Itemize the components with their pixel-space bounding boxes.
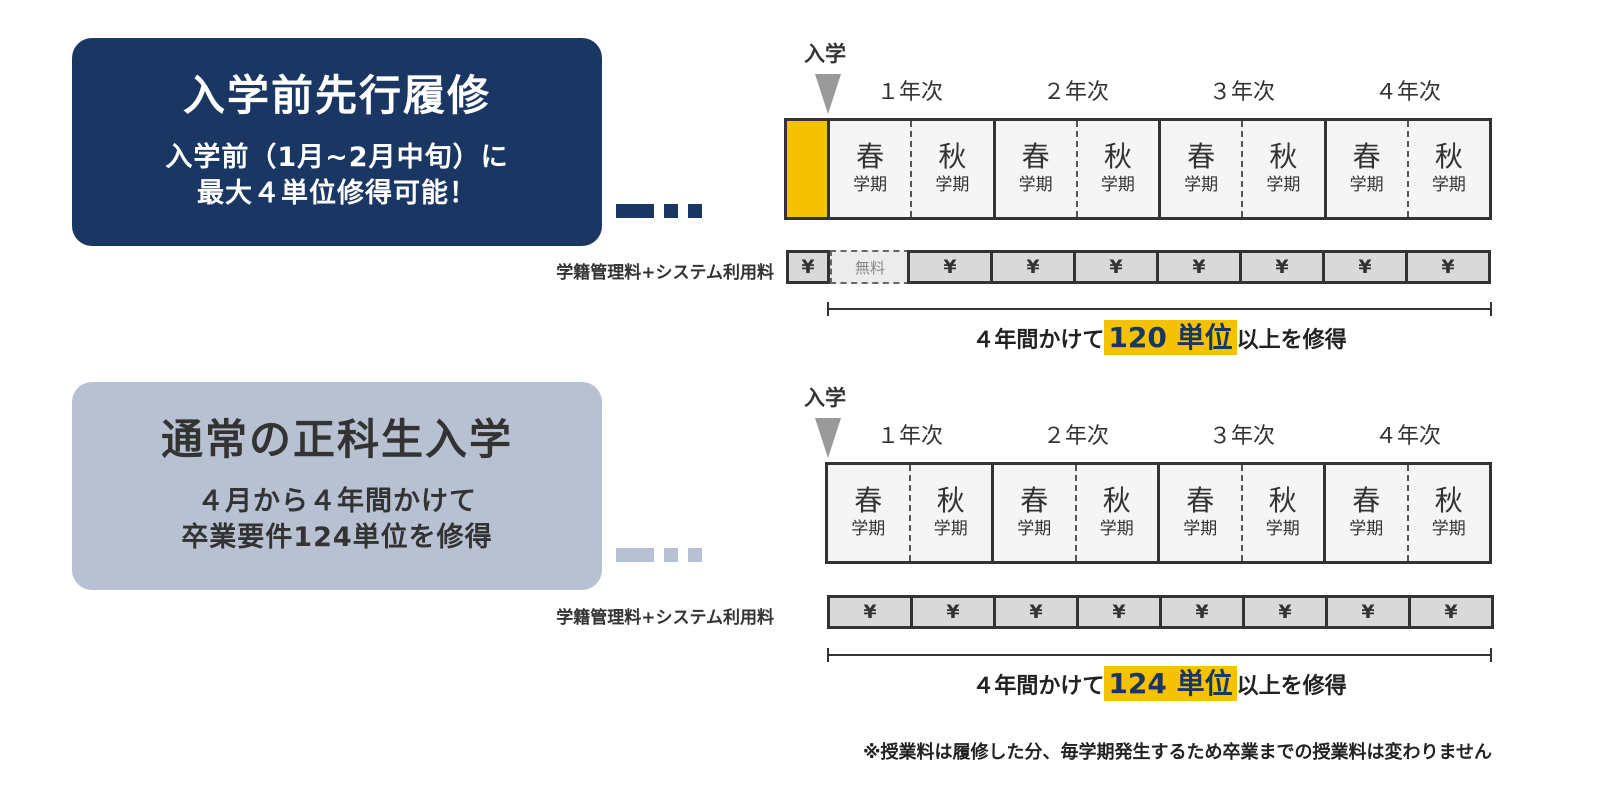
year-label: ２年次: [1042, 424, 1109, 449]
fee-row: ¥ 無料 ¥ ¥ ¥ ¥ ¥ ¥ ¥: [786, 250, 1491, 284]
fee-cell: ¥: [827, 595, 913, 629]
pre-enrollment-period: [787, 121, 830, 217]
regular-desc-line2: 卒業要件124単位を修得: [181, 522, 493, 554]
fee-cell: ¥: [1073, 250, 1159, 284]
fee-cell: ¥: [1408, 595, 1494, 629]
semester-cell: 春学期: [851, 484, 886, 540]
fee-row: ¥ ¥ ¥ ¥ ¥ ¥ ¥ ¥: [827, 595, 1494, 629]
regular-enrollment-title: 通常の正科生入学: [160, 415, 513, 465]
entry-arrow-icon: [815, 418, 841, 458]
semester-cell: 秋学期: [1406, 121, 1489, 217]
semester-cell: 秋学期: [908, 465, 992, 561]
credit-highlight: 120 単位: [1104, 320, 1237, 355]
regular-enrollment-card: 通常の正科生入学 ４月から４年間かけて 卒業要件124単位を修得: [72, 382, 602, 590]
fee-cell: ¥: [907, 250, 993, 284]
semester-cell: 春学期: [1323, 121, 1407, 217]
summary-prefix: ４年間かけて: [972, 674, 1105, 699]
year-label: ４年次: [1374, 80, 1441, 105]
fee-label: 学籍管理料+システム利用料: [556, 608, 774, 628]
duration-bracket: [827, 648, 1492, 662]
fee-cell: ¥: [990, 250, 1076, 284]
pre-enrollment-connector: [616, 204, 702, 218]
summary-suffix: 以上を修得: [1236, 674, 1347, 699]
duration-bracket: [827, 302, 1492, 316]
regular-connector: [616, 548, 702, 562]
fee-cell: ¥: [910, 595, 996, 629]
semester-cell: 春学期: [1157, 465, 1241, 561]
year-label: ３年次: [1208, 424, 1275, 449]
entry-arrow-icon: [815, 74, 841, 114]
regular-desc-line1: ４月から４年間かけて: [197, 485, 477, 517]
pre-enrollment-desc-line1: 入学前（1月~2月中旬）に: [165, 141, 509, 173]
year-label: １年次: [876, 80, 943, 105]
entry-label: 入学: [804, 386, 846, 410]
semester-cell: 秋学期: [910, 121, 992, 217]
semester-cell: 春学期: [992, 121, 1076, 217]
fee-cell: ¥: [786, 250, 830, 284]
footnote: ※授業料は履修した分、毎学期発生するため卒業までの授業料は変わりません: [863, 742, 1492, 763]
year-label: ３年次: [1208, 80, 1275, 105]
credit-highlight: 124 単位: [1104, 666, 1237, 701]
regular-enrollment-description: ４月から４年間かけて 卒業要件124単位を修得: [181, 484, 492, 557]
semester-cell: 春学期: [853, 140, 888, 196]
year-header-row: １年次 ２年次 ３年次 ４年次: [827, 74, 1491, 106]
fee-cell: ¥: [1242, 595, 1328, 629]
entry-label: 入学: [804, 42, 846, 66]
pre-enrollment-card: 入学前先行履修 入学前（1月~2月中旬）に 最大４単位修得可能！: [72, 38, 602, 246]
year-header-row: １年次 ２年次 ３年次 ４年次: [827, 418, 1491, 450]
semester-timeline: 春学期 秋学期 春学期 秋学期 春学期 秋学期 春学期 秋学期: [784, 118, 1492, 220]
fee-cell: ¥: [1156, 250, 1242, 284]
free-fee-cell: 無料: [830, 250, 910, 284]
fee-cell: ¥: [1159, 595, 1245, 629]
semester-cell: 春学期: [1323, 465, 1407, 561]
fee-cell: ¥: [1405, 250, 1491, 284]
pre-enrollment-desc-line2: 最大４単位修得可能！: [196, 178, 477, 210]
pre-enrollment-description: 入学前（1月~2月中旬）に 最大４単位修得可能！: [165, 140, 508, 213]
semester-timeline: 春学期 秋学期 春学期 秋学期 春学期 秋学期 春学期 秋学期: [825, 462, 1492, 564]
fee-label: 学籍管理料+システム利用料: [556, 263, 774, 283]
semester-cell: 春学期: [1158, 121, 1241, 217]
semester-cell: 秋学期: [1406, 465, 1490, 561]
pre-enrollment-title: 入学前先行履修: [182, 71, 491, 121]
semester-cell: 秋学期: [1241, 121, 1323, 217]
fee-cell: ¥: [1076, 595, 1162, 629]
year-label: １年次: [876, 424, 943, 449]
summary-suffix: 以上を修得: [1236, 328, 1347, 353]
fee-cell: ¥: [1239, 250, 1325, 284]
summary-prefix: ４年間かけて: [972, 328, 1105, 353]
semester-cell: 春学期: [991, 465, 1075, 561]
fee-cell: ¥: [1325, 595, 1411, 629]
semester-cell: 秋学期: [1075, 121, 1158, 217]
year-label: ２年次: [1042, 80, 1109, 105]
fee-cell: ¥: [1322, 250, 1408, 284]
semester-cell: 秋学期: [1240, 465, 1324, 561]
fee-cell: ¥: [993, 595, 1079, 629]
semester-cell: 秋学期: [1074, 465, 1158, 561]
year-label: ４年次: [1374, 424, 1441, 449]
